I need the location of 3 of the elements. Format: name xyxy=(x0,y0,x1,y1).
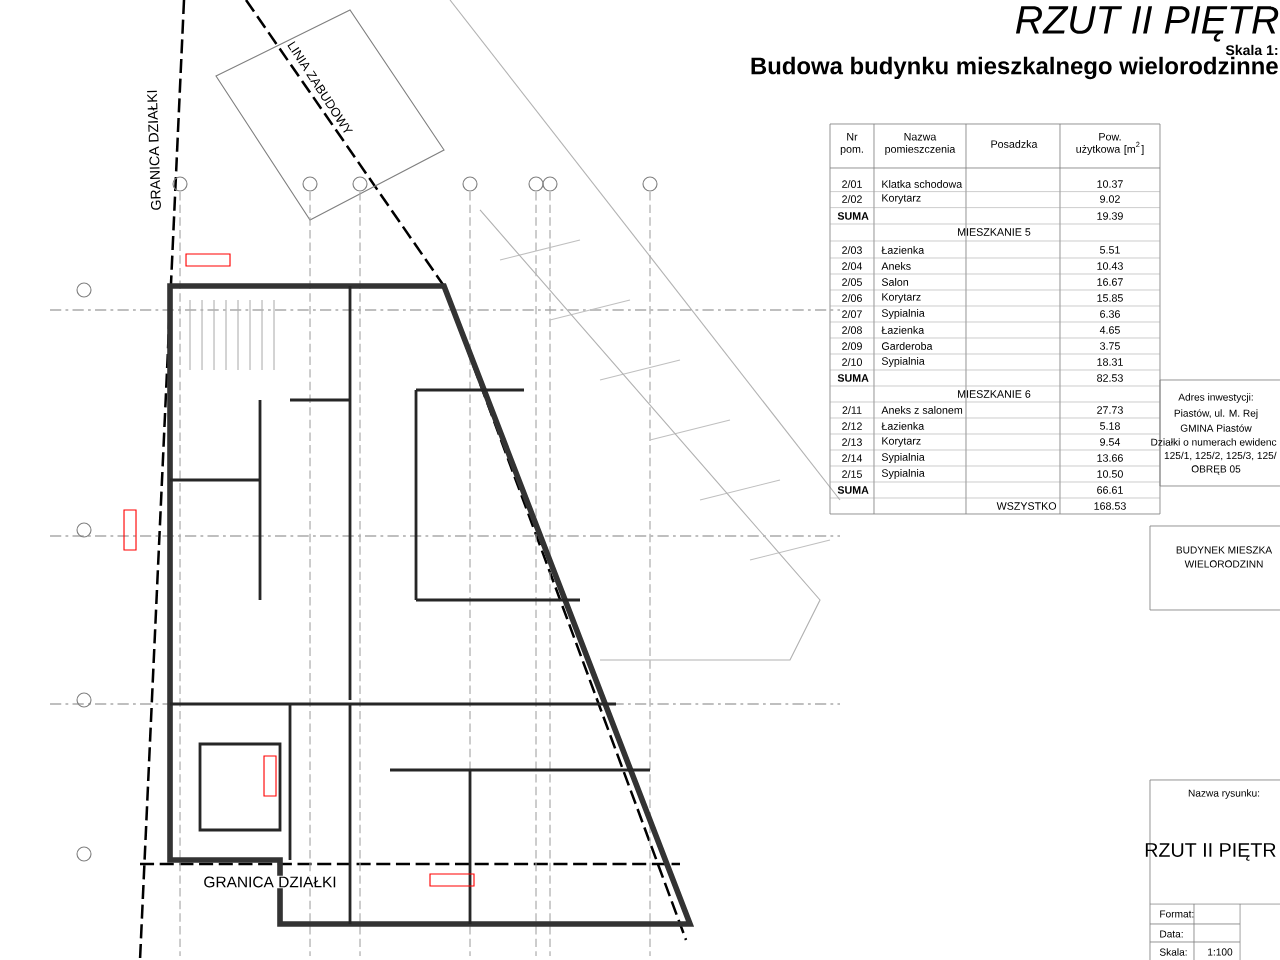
drawing-name: RZUT II PIĘTR xyxy=(1145,843,1276,861)
drawing-title: RZUT II PIĘTR xyxy=(1015,6,1279,42)
project-title: Budowa budynku mieszkalnego wielorodzinne xyxy=(751,56,1278,80)
